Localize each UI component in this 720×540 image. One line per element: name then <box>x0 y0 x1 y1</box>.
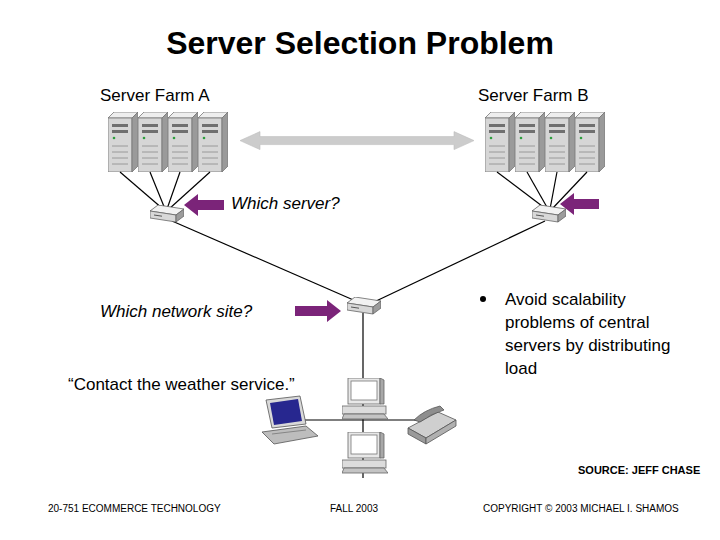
router-icon <box>347 297 381 314</box>
laptop-icon <box>262 396 318 444</box>
server-icon <box>485 112 515 172</box>
router-icon <box>150 205 184 222</box>
pointer-arrow <box>560 193 599 215</box>
farm-heading: Server Farm A <box>100 86 210 106</box>
farm-heading: Server Farm B <box>478 86 589 106</box>
server-farm-group: Server Farm A <box>100 86 236 174</box>
question-label: Which network site? <box>100 300 252 323</box>
telephone-icon <box>408 406 456 444</box>
server-icon <box>198 112 228 172</box>
server-icon <box>168 112 198 172</box>
desktop-computer <box>342 432 388 473</box>
footer-text: 20-751 ECOMMERCE TECHNOLOGY <box>48 502 221 516</box>
slide-title: Server Selection Problem <box>0 24 720 62</box>
server-icon <box>138 112 168 172</box>
pointer-arrow <box>184 194 224 216</box>
double-arrow-connector <box>240 132 474 150</box>
bullet-dot <box>480 296 486 302</box>
source-note: SOURCE: JEFF CHASE <box>578 463 700 478</box>
bullet-note: Avoid scalability problems of central se… <box>505 288 677 380</box>
router-icon <box>532 205 566 222</box>
server-rack-group <box>108 112 228 172</box>
server-icon <box>515 112 545 172</box>
desktop-computer <box>342 378 388 419</box>
server-icon <box>545 112 575 172</box>
footer-text: COPYRIGHT © 2003 MICHAEL I. SHAMOS <box>483 502 679 516</box>
quote-label: “Contact the weather service.” <box>68 373 295 396</box>
question-label: Which server? <box>231 192 340 215</box>
server-farm-group: Server Farm B <box>478 86 612 174</box>
footer-text: FALL 2003 <box>330 502 378 516</box>
server-icon <box>575 112 605 172</box>
server-icon <box>108 112 138 172</box>
server-rack-group <box>485 112 605 172</box>
pointer-arrow <box>295 300 341 322</box>
